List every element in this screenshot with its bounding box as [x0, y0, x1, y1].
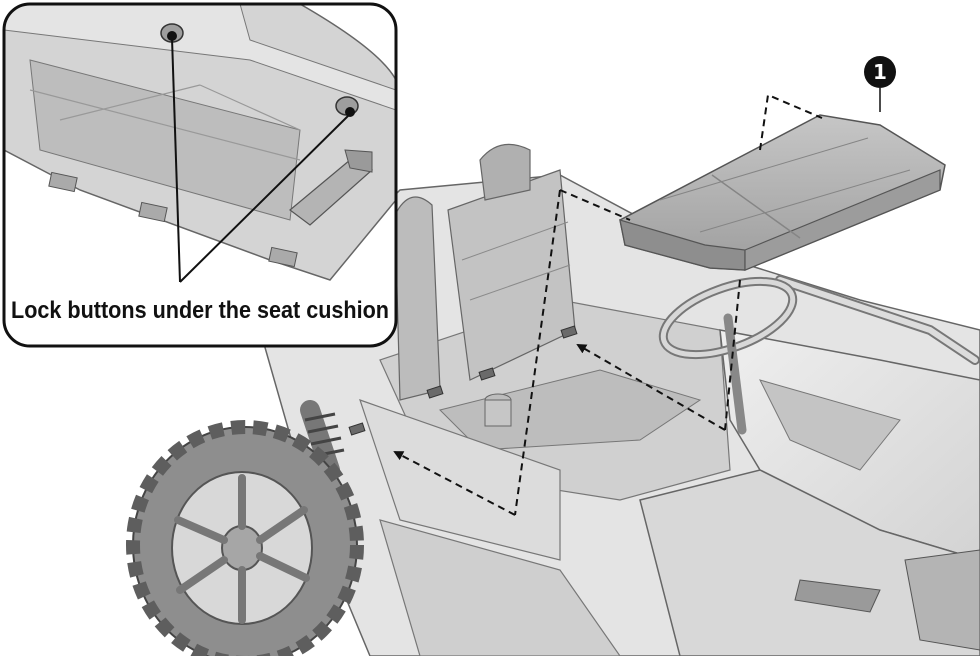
alignment-guides: [393, 93, 823, 516]
callout-number: 1: [873, 60, 887, 84]
callout-number-badge: 1: [864, 56, 896, 112]
seat-cushion: [619, 114, 946, 271]
inset-caption: Lock buttons under the seat cushion: [11, 297, 389, 324]
seat-backs: [348, 143, 578, 436]
vehicle-body: [259, 174, 980, 656]
rear-wheel: [126, 420, 364, 656]
seat-cushion-underside: [4, 4, 396, 283]
suspension-spring: [300, 400, 345, 480]
steering-wheel: [658, 276, 798, 435]
inset-detail-panel: Lock buttons under the seat cushion: [2, 2, 398, 348]
